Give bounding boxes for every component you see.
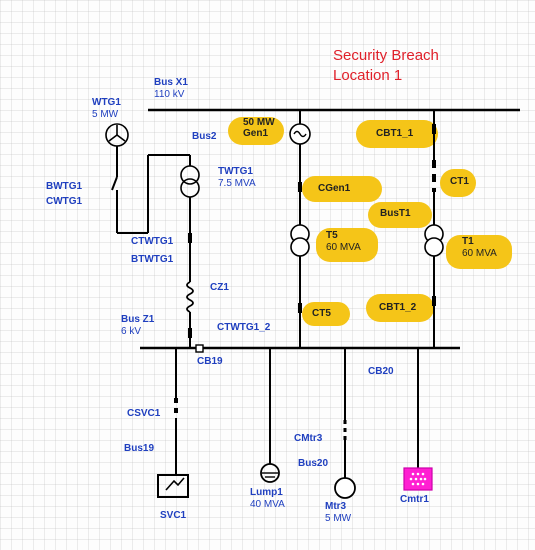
twtg1-rating: 7.5 MVA bbox=[218, 178, 256, 189]
t1-branch bbox=[424, 110, 444, 348]
gen1-name-label: Gen1 bbox=[243, 128, 269, 139]
svc1-label: SVC1 bbox=[160, 510, 187, 521]
bus-x1-name: Bus X1 bbox=[154, 77, 188, 88]
gen1-branch bbox=[289, 110, 311, 348]
ct1-label: CT1 bbox=[450, 176, 469, 187]
highlight-cbt1-2 bbox=[366, 294, 434, 322]
mtr3-label: Mtr3 5 MW bbox=[325, 501, 351, 525]
cb19-marker bbox=[195, 344, 204, 353]
bus-x1-voltage: 110 kV bbox=[154, 89, 185, 100]
t5-rating: 60 MVA bbox=[326, 242, 361, 253]
cmtr3-label: CMtr3 bbox=[294, 433, 323, 444]
svc1-branch bbox=[157, 344, 204, 498]
gen1-rating-label: 50 MW bbox=[243, 117, 275, 128]
wtg1-label: WTG1 5 MW bbox=[92, 97, 121, 121]
wtg1-name: WTG1 bbox=[92, 97, 121, 108]
lump-load-icon bbox=[260, 463, 280, 483]
cgen1-label: CGen1 bbox=[318, 183, 351, 194]
t5-name: T5 bbox=[326, 230, 338, 241]
cz1-label: CZ1 bbox=[210, 282, 229, 293]
bus20-label: Bus20 bbox=[298, 458, 329, 469]
highlight-ct5 bbox=[302, 302, 350, 326]
highlight-cbt1-1 bbox=[356, 120, 438, 148]
ctwtg1-label: CTWTG1 bbox=[131, 236, 174, 247]
highlight-bust1 bbox=[368, 202, 432, 228]
transformer-twtg1-icon bbox=[180, 165, 200, 185]
t5-label: T5 60 MVA bbox=[326, 230, 361, 254]
breach-line-2: Location 1 bbox=[333, 67, 403, 84]
cb19-label: CB19 bbox=[197, 356, 223, 367]
bus-z1-voltage: 6 kV bbox=[121, 326, 142, 337]
csvc1-label: CSVC1 bbox=[127, 408, 161, 419]
highlight-cgen1 bbox=[302, 176, 382, 202]
svc1-icon bbox=[157, 474, 189, 498]
twtg1-name: TWTG1 bbox=[218, 166, 253, 177]
highlight-layer bbox=[228, 117, 512, 326]
cmtr1-branch bbox=[403, 348, 433, 491]
breaker-bwtg1 bbox=[111, 176, 118, 191]
highlight-t5 bbox=[316, 228, 378, 262]
bus-x1-label: Bus X1 110 kV bbox=[154, 77, 188, 101]
ct5-label: CT5 bbox=[312, 308, 331, 319]
cbt1-1-label: CBT1_1 bbox=[376, 128, 414, 139]
cwtg1-label: CWTG1 bbox=[46, 196, 83, 207]
cbt1-2-label: CBT1_2 bbox=[379, 302, 417, 313]
lump1-name: Lump1 bbox=[250, 487, 283, 498]
cmtr1-label: Cmtr1 bbox=[400, 494, 429, 505]
bus19-label: Bus19 bbox=[124, 443, 155, 454]
motor-cmtr1-icon bbox=[403, 467, 433, 491]
bust1-label: BusT1 bbox=[380, 208, 411, 219]
t1-rating: 60 MVA bbox=[462, 248, 497, 259]
cb20-label: CB20 bbox=[368, 366, 394, 377]
twtg1-branch bbox=[180, 165, 200, 348]
t1-label: T1 60 MVA bbox=[462, 236, 497, 260]
highlight-t1 bbox=[446, 235, 512, 269]
mtr3-name: Mtr3 bbox=[325, 501, 347, 512]
security-breach-annotation: Security Breach Location 1 bbox=[333, 46, 439, 86]
lump1-rating: 40 MVA bbox=[250, 499, 285, 510]
highlight-gen1 bbox=[228, 117, 284, 145]
motor-mtr3-icon bbox=[334, 477, 356, 499]
t1-name: T1 bbox=[462, 236, 474, 247]
lump1-label: Lump1 40 MVA bbox=[250, 487, 285, 511]
wtg1-feeder bbox=[105, 123, 191, 234]
btwtg1-label: BTWTG1 bbox=[131, 254, 174, 265]
mtr3-branch bbox=[334, 348, 356, 499]
highlight-ct1 bbox=[440, 169, 476, 197]
breach-line-1: Security Breach bbox=[333, 47, 439, 64]
lump1-branch bbox=[260, 348, 280, 483]
bus-z1-label: Bus Z1 6 kV bbox=[121, 314, 154, 338]
twtg1-label: TWTG1 7.5 MVA bbox=[218, 166, 256, 190]
mtr3-rating: 5 MW bbox=[325, 513, 352, 524]
bus-z1-name: Bus Z1 bbox=[121, 314, 155, 325]
wtg1-rating: 5 MW bbox=[92, 109, 119, 120]
ctwtg1-2-label: CTWTG1_2 bbox=[217, 322, 271, 333]
bus2-label: Bus2 bbox=[192, 131, 217, 142]
reactor-cz1 bbox=[186, 281, 194, 313]
bwtg1-label: BWTG1 bbox=[46, 181, 83, 192]
